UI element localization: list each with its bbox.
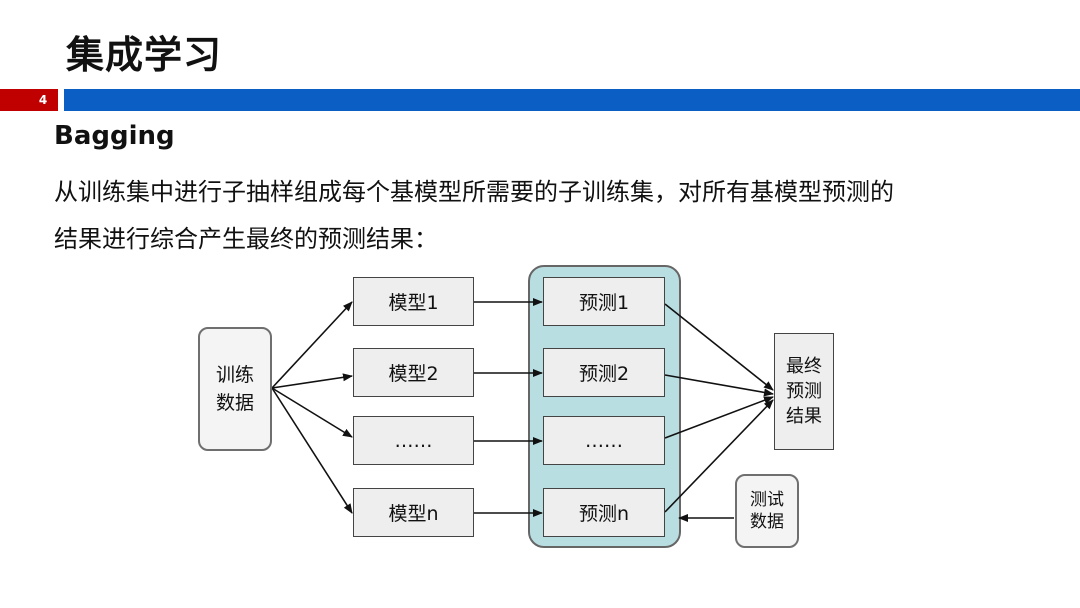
final-result-label-3: 结果 bbox=[786, 406, 822, 427]
description-line-2: 结果进行综合产生最终的预测结果： bbox=[54, 225, 438, 253]
training-data-label-2: 数据 bbox=[215, 392, 254, 414]
page-number-bar bbox=[0, 89, 58, 111]
final-result-label-2: 预测 bbox=[786, 381, 822, 402]
test-data-label-1: 测试 bbox=[750, 490, 784, 510]
model-box-1: 模型1 bbox=[353, 277, 474, 326]
arrow-pred3-to-final bbox=[664, 396, 774, 439]
header-divider-bar bbox=[64, 89, 1080, 111]
page-number: 4 bbox=[38, 93, 48, 107]
test-data-box: 测试 数据 bbox=[735, 474, 799, 548]
training-data-box: 训练 数据 bbox=[198, 327, 272, 451]
arrow-pred1-to-final bbox=[664, 303, 774, 391]
arrow-data-to-model1 bbox=[271, 301, 353, 389]
prediction-box-2: 预测2 bbox=[543, 348, 665, 397]
prediction-box-n: 预测n bbox=[543, 488, 665, 537]
test-data-label-2: 数据 bbox=[750, 512, 784, 532]
section-heading: Bagging bbox=[54, 121, 175, 151]
training-data-label-1: 训练 bbox=[215, 364, 254, 386]
final-result-box: 最终 预测 结果 bbox=[774, 333, 834, 450]
description-line-1: 从训练集中进行子抽样组成每个基模型所需要的子训练集，对所有基模型预测的 bbox=[54, 178, 894, 206]
model-box-2: 模型2 bbox=[353, 348, 474, 397]
arrow-pred2-to-final bbox=[664, 374, 774, 397]
slide-title: 集成学习 bbox=[66, 33, 223, 77]
arrow-predn-to-final bbox=[664, 399, 774, 513]
model-box-3: …… bbox=[353, 416, 474, 465]
arrow-data-to-model2 bbox=[271, 373, 353, 389]
arrow-data-to-model3 bbox=[271, 387, 353, 438]
prediction-box-3: …… bbox=[543, 416, 665, 465]
arrow-data-to-modeln bbox=[271, 387, 353, 514]
final-result-label-1: 最终 bbox=[786, 356, 822, 377]
prediction-box-1: 预测1 bbox=[543, 277, 665, 326]
model-box-n: 模型n bbox=[353, 488, 474, 537]
